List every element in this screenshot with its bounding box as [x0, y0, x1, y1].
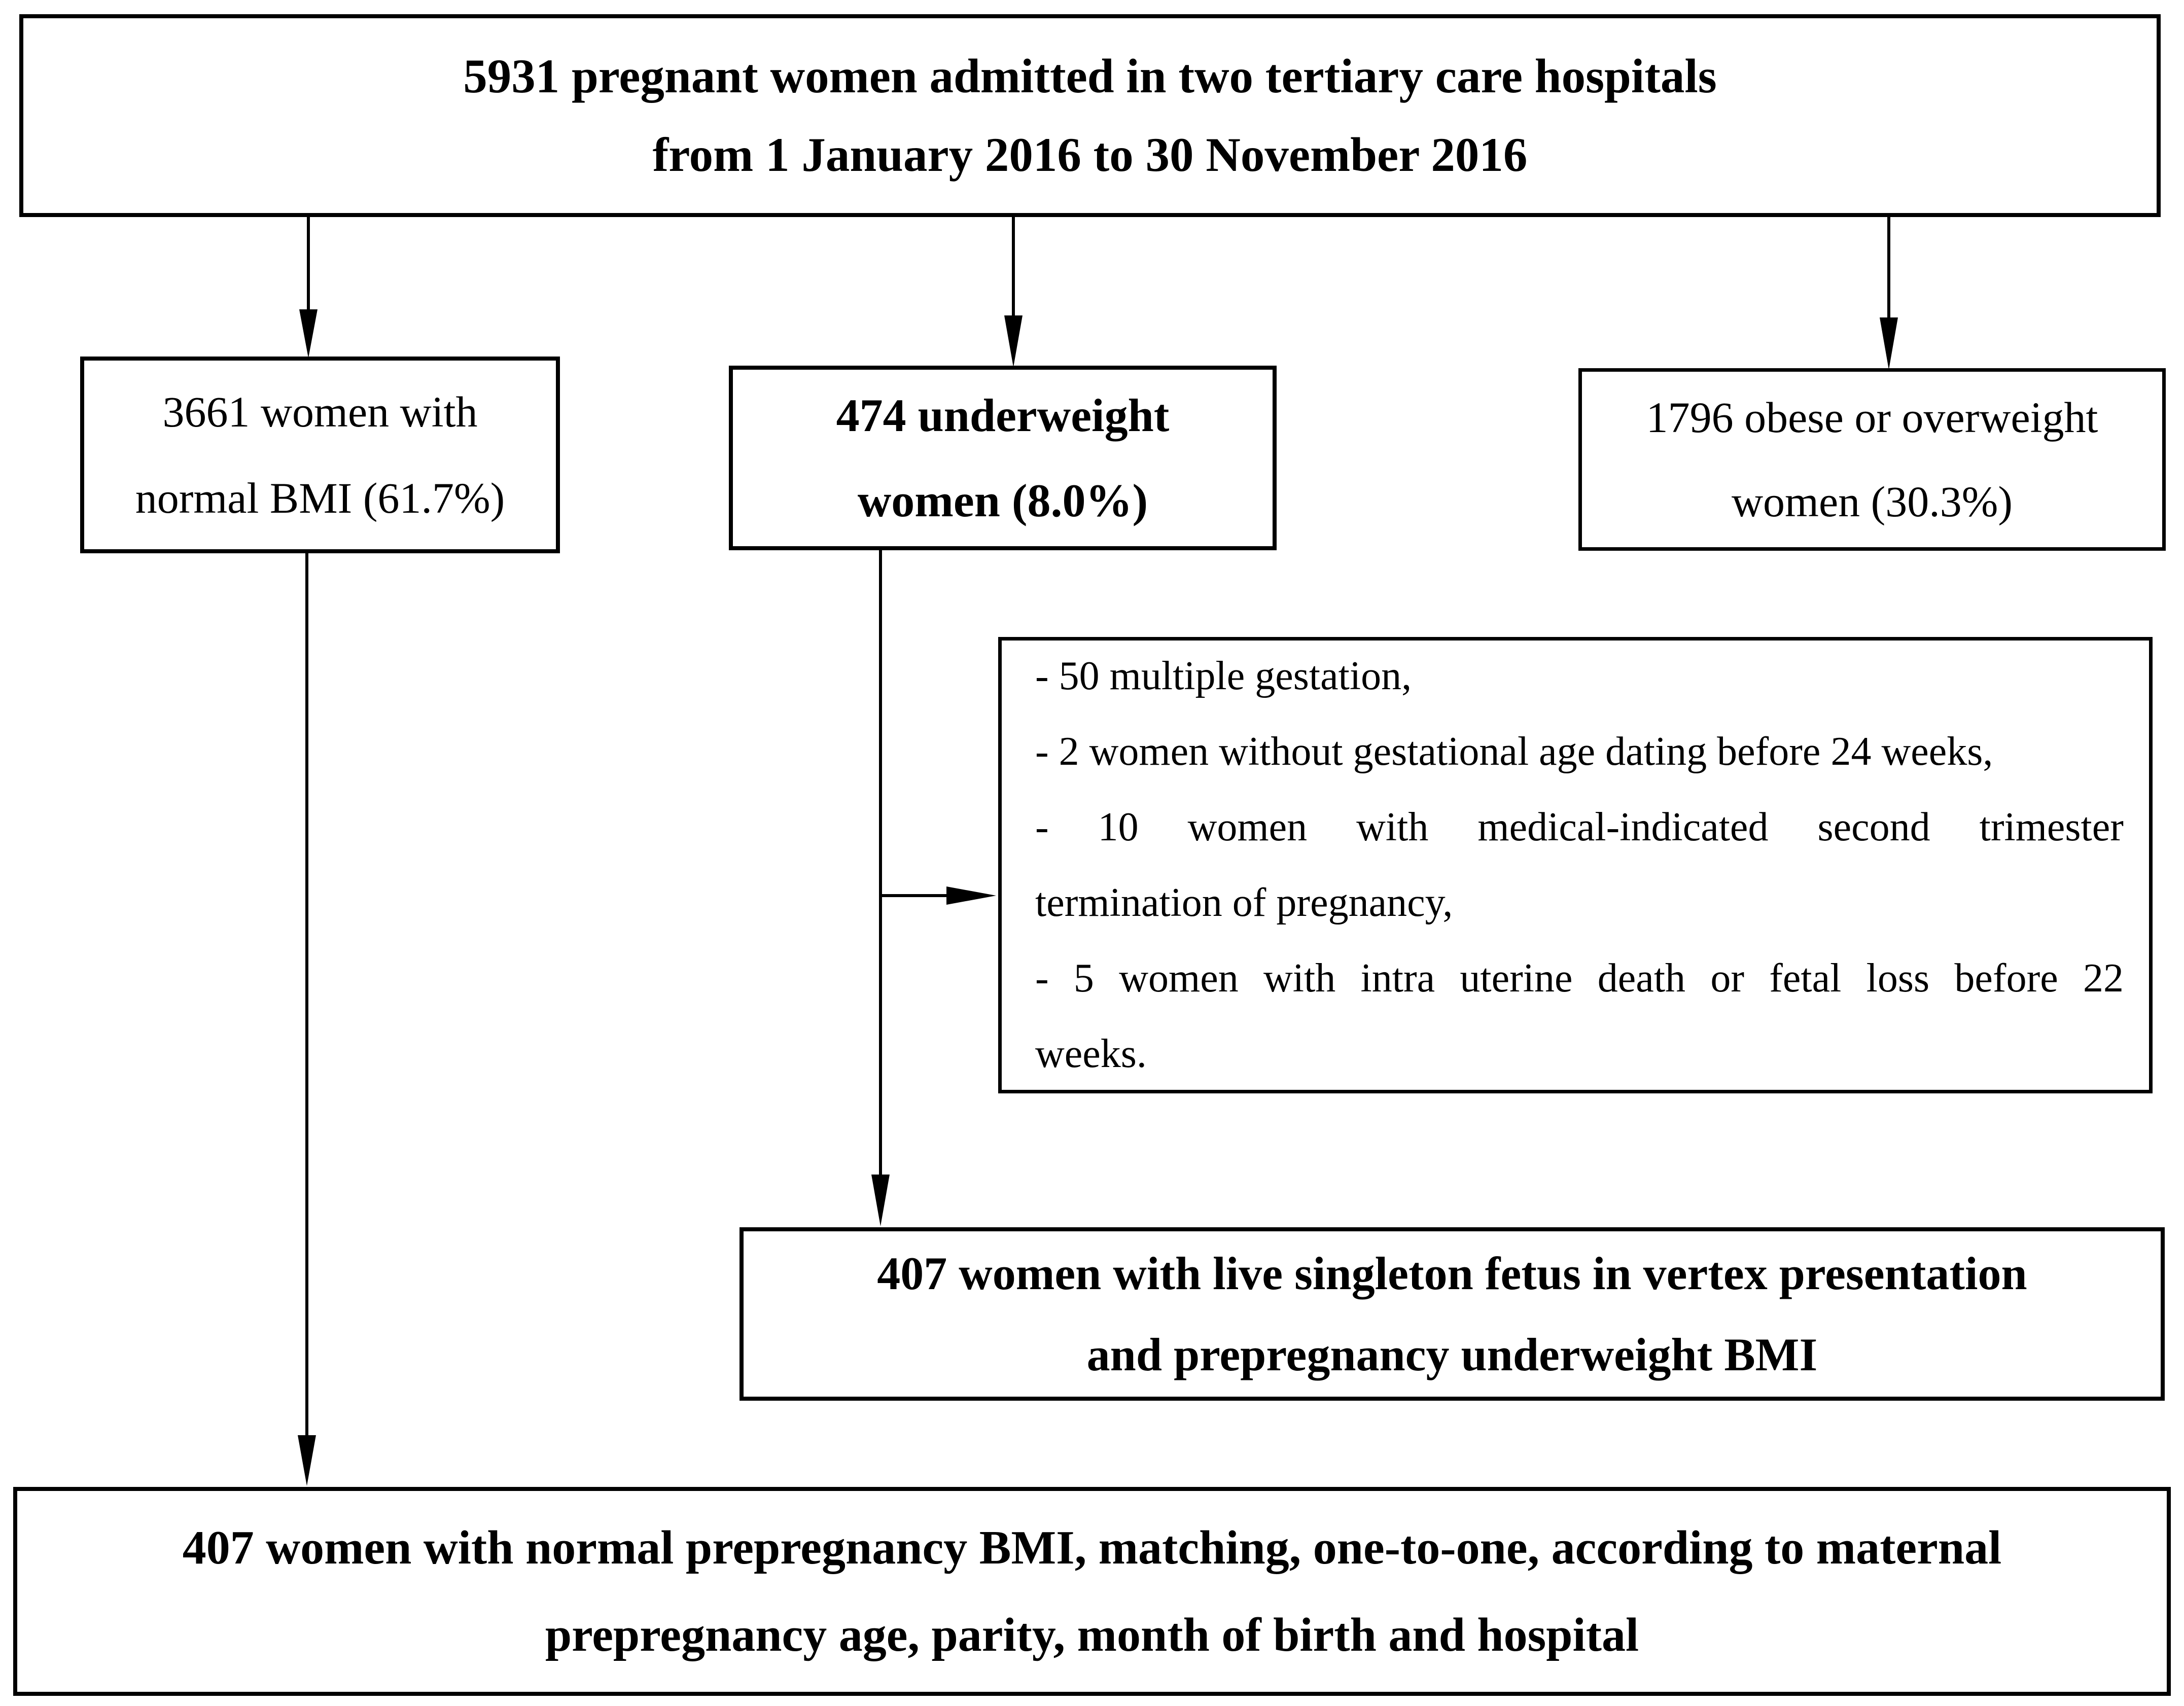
- total-admitted-line-2: from 1 January 2016 to 30 November 2016: [652, 128, 1528, 182]
- matched-line-1: 407 women with normal prepregnancy BMI, …: [182, 1521, 2002, 1574]
- obese-overweight-line-2: women (30.3%): [1731, 477, 2013, 526]
- underweight-line-1: 474 underweight: [836, 389, 1170, 441]
- normal-bmi-box: 3661 women with normal BMI (61.7%): [80, 357, 560, 553]
- normal-bmi-line-1: 3661 women with: [162, 387, 478, 436]
- total-admitted-box: 5931 pregnant women admitted in two tert…: [19, 14, 2161, 217]
- matched-line-2: prepregnancy age, parity, month of birth…: [545, 1609, 1639, 1661]
- underweight-box: 474 underweight women (8.0%): [729, 366, 1277, 550]
- matched-control-box: 407 women with normal prepregnancy BMI, …: [13, 1487, 2171, 1696]
- arrow-top-to-obese: [1880, 217, 1898, 370]
- arrow-branch-to-exclusion: [880, 886, 996, 905]
- total-admitted-line-1: 5931 pregnant women admitted in two tert…: [463, 49, 1717, 103]
- obese-overweight-box: 1796 obese or overweight women (30.3%): [1578, 368, 2166, 551]
- singleton-line-2: and prepregnancy underweight BMI: [1086, 1329, 1818, 1380]
- arrow-top-to-normal: [299, 217, 318, 358]
- singleton-line-1: 407 women with live singleton fetus in v…: [877, 1248, 2027, 1299]
- exclusion-line-2: - 2 women without gestational age dating…: [1035, 729, 1993, 774]
- exclusion-line-6: weeks.: [1035, 1032, 1147, 1076]
- normal-bmi-line-2: normal BMI (61.7%): [135, 474, 505, 522]
- exclusion-line-4: termination of pregnancy,: [1035, 880, 1453, 925]
- underweight-line-2: women (8.0%): [857, 475, 1148, 526]
- arrow-top-to-underweight: [1004, 217, 1023, 367]
- arrow-underweight-to-singleton: [871, 550, 890, 1226]
- exclusion-criteria-box: - 50 multiple gestation, - 2 women witho…: [998, 637, 2153, 1093]
- obese-overweight-line-1: 1796 obese or overweight: [1646, 393, 2098, 442]
- singleton-underweight-box: 407 women with live singleton fetus in v…: [739, 1227, 2165, 1401]
- exclusion-line-1: - 50 multiple gestation,: [1035, 654, 1412, 698]
- arrow-normal-to-matched: [298, 553, 316, 1486]
